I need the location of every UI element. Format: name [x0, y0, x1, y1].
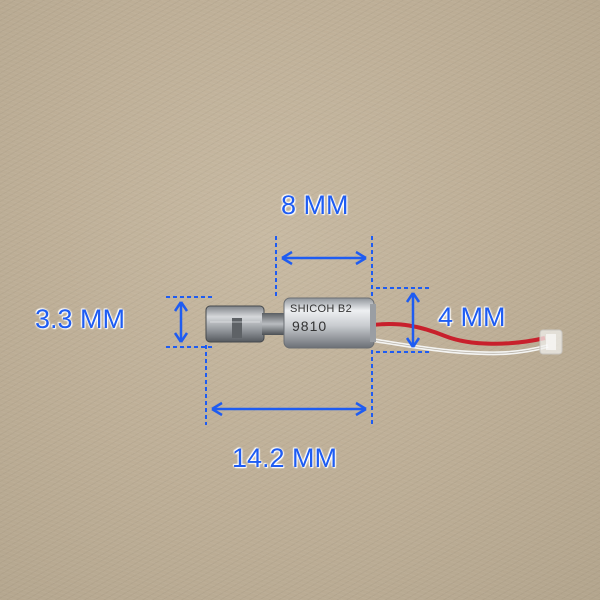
- eccentric-weight: [205, 305, 265, 343]
- motor-code-print: 9810: [292, 318, 328, 334]
- motor-shaft: [262, 313, 288, 335]
- wires: [371, 322, 549, 356]
- red-wire: [371, 322, 546, 346]
- wire-connector: [539, 329, 563, 355]
- dimension-annotations: [166, 236, 432, 425]
- total-length-label: 14.2 MM: [232, 443, 338, 473]
- weight-diameter-label: 3.3 MM: [35, 304, 126, 334]
- motor-body: [283, 297, 376, 349]
- length-body-label: 8 MM: [281, 190, 349, 220]
- motor-brand-print: SHICOH B2: [290, 303, 352, 315]
- body-diameter-label: 4 MM: [438, 302, 506, 332]
